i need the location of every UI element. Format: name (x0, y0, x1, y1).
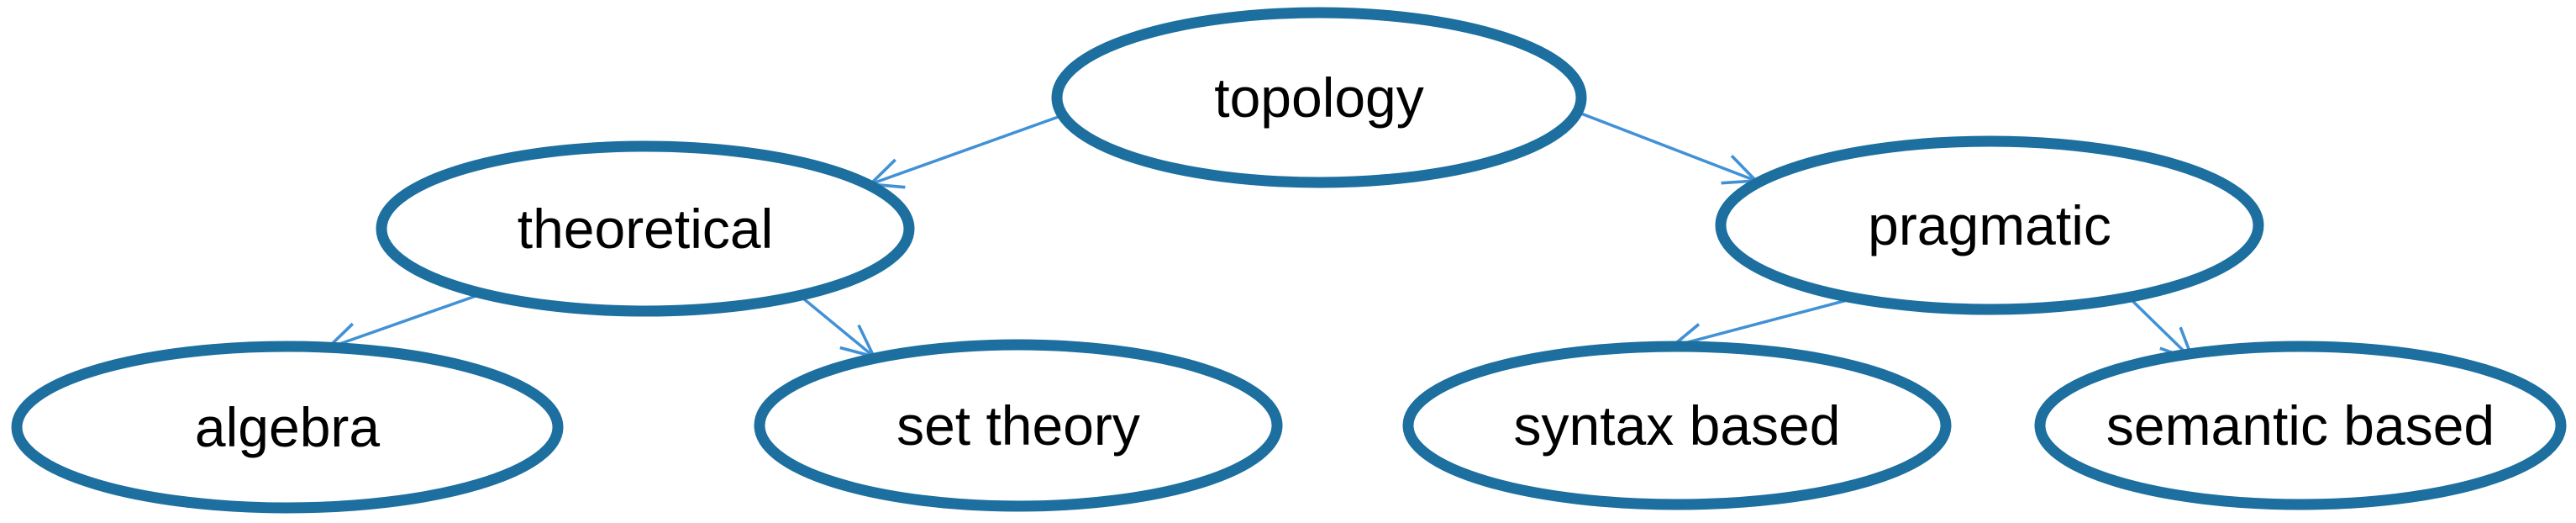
node-set-theory-label: set theory (896, 394, 1140, 457)
node-semantic-based: semantic based (2034, 341, 2567, 510)
node-semantic-based-label: semantic based (2106, 394, 2495, 457)
node-topology-ellipse (1051, 7, 1587, 188)
edge-theoretical-algebra (323, 293, 481, 353)
node-pragmatic: pragmatic (1715, 135, 2264, 315)
node-theoretical-ellipse (376, 140, 915, 317)
node-syntax-based-label: syntax based (1514, 394, 1841, 457)
node-pragmatic-ellipse (1715, 135, 2264, 315)
edge-topology-theoretical (866, 113, 1066, 189)
edge-topology-pragmatic (1574, 109, 1760, 185)
node-syntax-based: syntax based (1402, 341, 1952, 510)
node-algebra-label: algebra (195, 396, 380, 458)
node-set-theory: set theory (754, 339, 1283, 512)
node-topology-label: topology (1214, 66, 1424, 129)
node-algebra: algebra (11, 341, 564, 514)
node-pragmatic-label: pragmatic (1868, 194, 2111, 256)
node-theoretical-label: theoretical (518, 198, 774, 260)
node-algebra-ellipse (11, 341, 564, 514)
node-theoretical: theoretical (376, 140, 915, 317)
edge-theoretical-set-theory (796, 293, 877, 359)
node-topology: topology (1051, 7, 1587, 188)
edge-pragmatic-syntax-based (1668, 297, 1854, 354)
node-set-theory-ellipse (754, 339, 1283, 512)
edge-pragmatic-semantic-based (2124, 293, 2196, 362)
node-syntax-based-ellipse (1402, 341, 1952, 510)
node-semantic-based-ellipse (2034, 341, 2567, 510)
